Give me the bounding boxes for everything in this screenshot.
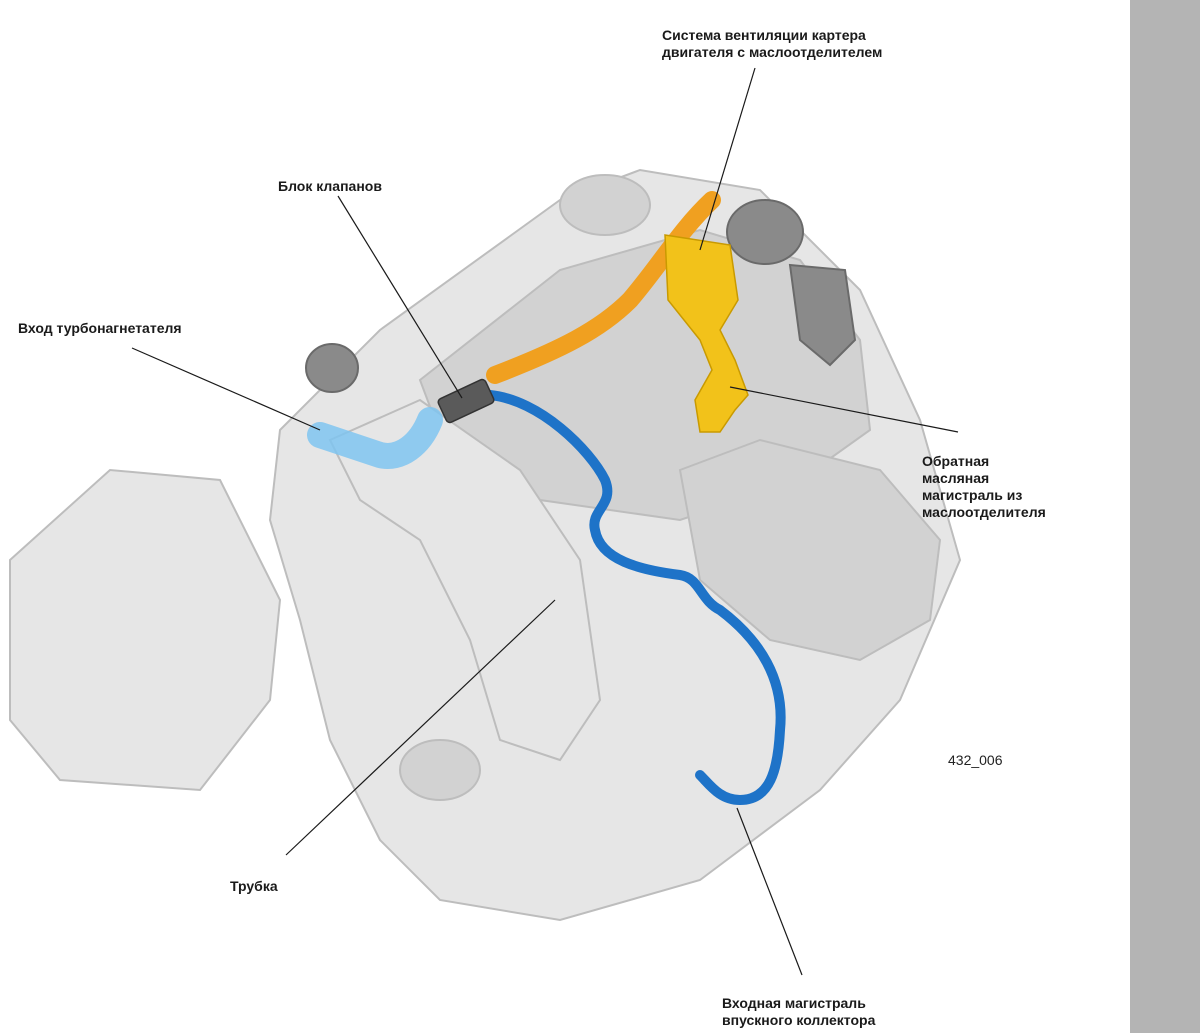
pulley [399,739,481,801]
leader-turbo-inlet [131,347,321,431]
intake-tube [328,398,602,762]
sensor-housing [788,263,857,367]
air-filter-box [9,468,282,792]
leader-oil-return [729,386,959,433]
oil-cap [726,199,804,265]
valve-block-body [437,378,495,424]
label-intake-line: Входная магистраль впускного коллектора [722,995,875,1029]
oil-filter-housing [559,174,651,236]
label-intake-line-line-1: Входная магистраль [722,995,866,1011]
label-oil-return: Обратная масляная магистраль из маслоотд… [922,453,1046,521]
label-crankcase-ventilation: Система вентиляции картера двигателя с м… [662,27,882,61]
leader-crankcase-ventilation [699,67,756,251]
leader-pipe [285,599,556,856]
label-valve-block: Блок клапанов [278,178,382,195]
label-crankcase-ventilation-line-2: двигателя с маслоотделителем [662,44,883,60]
engine-silhouette [9,168,962,922]
engine-diagram [9,67,962,976]
figure-code: 432_006 [948,752,1003,768]
oil-separator [664,234,749,433]
breather-hose [486,191,721,384]
label-pipe: Трубка [230,878,278,895]
label-intake-line-line-2: впускного коллектора [722,1012,876,1028]
label-oil-return-line-4: маслоотделителя [922,504,1046,520]
label-pipe-line-1: Трубка [230,878,278,894]
leader-intake-line [736,807,803,976]
label-crankcase-ventilation-line-1: Система вентиляции картера [662,27,866,43]
leader-valve-block [337,195,463,399]
label-oil-return-line-3: магистраль из [922,487,1023,503]
throttle-body [305,343,359,393]
side-bar [1130,0,1200,1033]
label-turbo-inlet: Вход турбонагнетателя [18,320,182,337]
label-valve-block-line-1: Блок клапанов [278,178,382,194]
label-oil-return-line-2: масляная [922,470,990,486]
intake-line-hose [485,390,786,805]
label-turbo-inlet-line-1: Вход турбонагнетателя [18,320,182,336]
turbo-inlet-flow [307,407,443,469]
label-oil-return-line-1: Обратная [922,453,990,469]
intake-manifold [678,438,942,662]
